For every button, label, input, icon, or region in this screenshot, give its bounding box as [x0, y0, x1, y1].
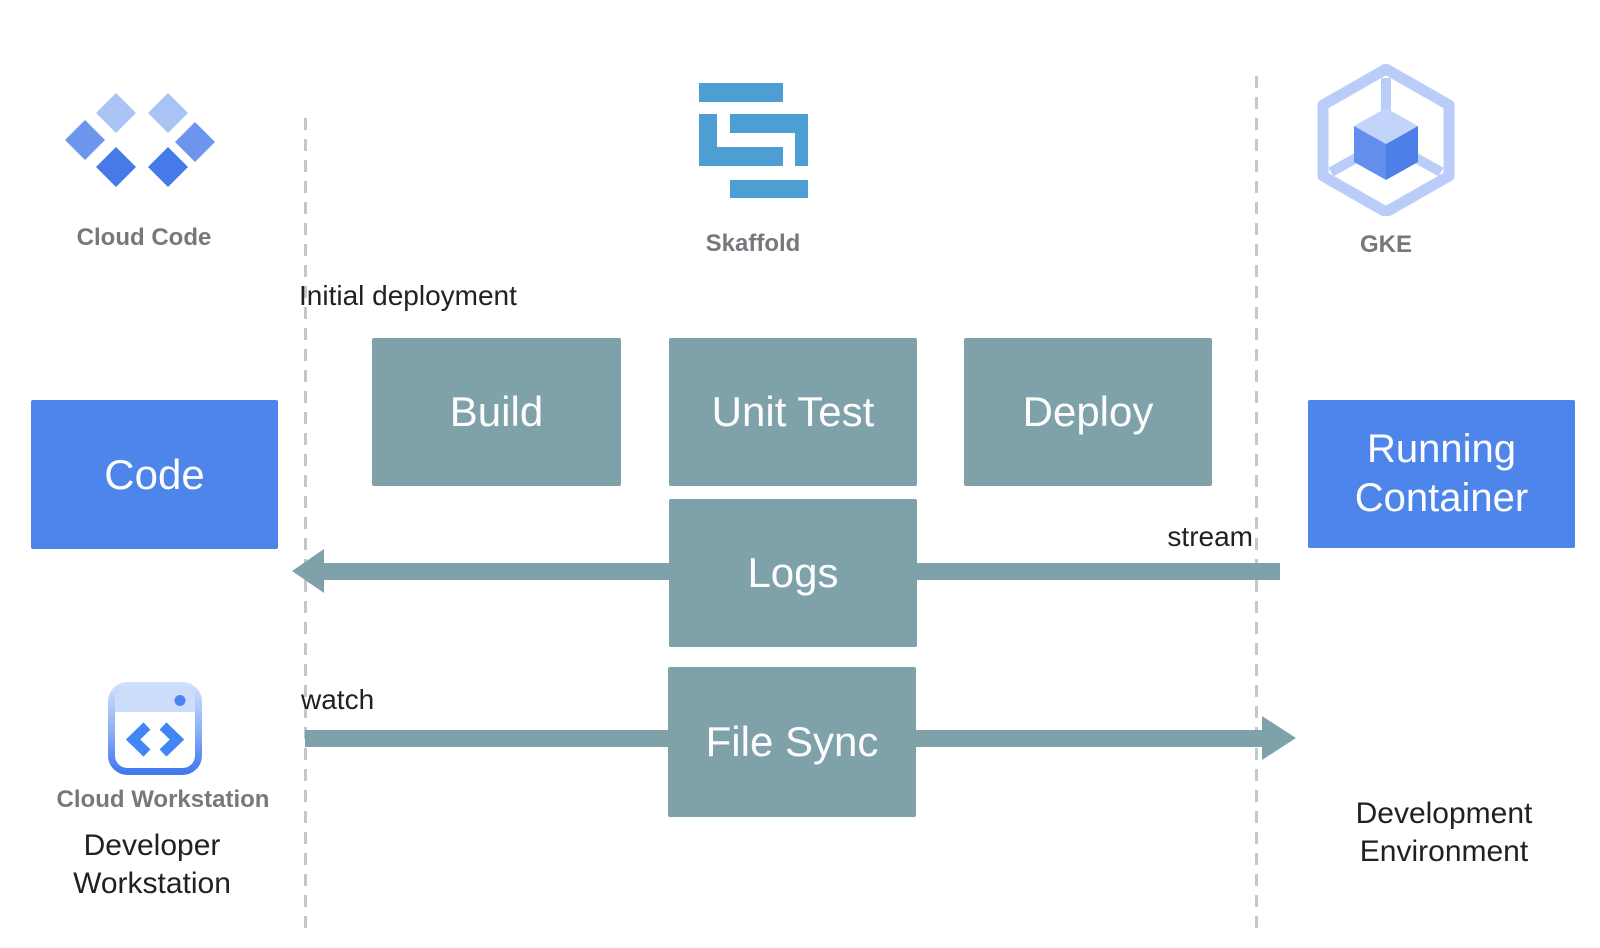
file-sync-box: File Sync — [668, 667, 916, 817]
gke-label: GKE — [1359, 231, 1412, 258]
cloud-workstation-icon — [108, 682, 202, 775]
logs-box: Logs — [669, 499, 917, 647]
cloud-code-icon — [65, 93, 215, 187]
developer-workstation-caption: Developer Workstation — [73, 829, 231, 900]
initial-deployment-label: Initial deployment — [299, 280, 517, 311]
cloud-code-label: Cloud Code — [76, 224, 212, 251]
gke-icon — [1317, 64, 1455, 216]
unit-test-box: Unit Test — [669, 338, 917, 486]
left-boundary-dashed-line — [304, 118, 307, 930]
deploy-box: Deploy — [964, 338, 1212, 486]
watch-label: watch — [301, 684, 375, 715]
file-sync-watch-arrowhead-icon — [1262, 716, 1296, 760]
code-box: Code — [31, 400, 278, 549]
cloud-workstation-label: Cloud Workstation — [56, 786, 270, 813]
running-container-box: Running Container — [1308, 400, 1575, 548]
skaffold-icon — [699, 83, 808, 198]
skaffold-label: Skaffold — [705, 230, 801, 257]
logs-stream-arrowhead-icon — [292, 549, 324, 593]
build-box: Build — [372, 338, 621, 486]
stream-label: stream — [1167, 521, 1253, 552]
development-environment-caption: Development Environment — [1355, 797, 1533, 868]
right-boundary-dashed-line — [1255, 76, 1258, 930]
